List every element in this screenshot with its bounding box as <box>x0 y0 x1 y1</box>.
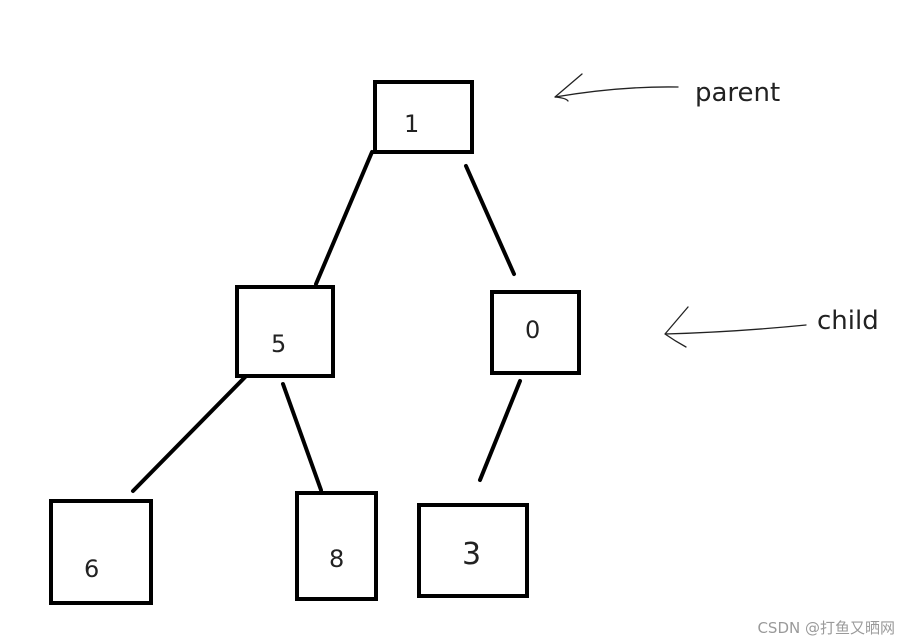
node-3-label: 3 <box>462 537 482 572</box>
node-5-label: 5 <box>271 330 287 358</box>
edge-0-3 <box>478 379 522 482</box>
node-0-label: 0 <box>525 316 541 344</box>
node-6: 6 <box>49 499 153 605</box>
node-1: 1 <box>373 80 474 154</box>
node-5: 5 <box>235 285 335 378</box>
node-1-label: 1 <box>404 110 420 138</box>
node-0: 0 <box>490 290 581 375</box>
node-3: 3 <box>417 503 529 598</box>
child-arrow-icon <box>664 306 807 348</box>
child-label: child <box>817 306 879 336</box>
parent-label: parent <box>695 78 781 108</box>
watermark: CSDN @打鱼又晒网 <box>757 619 895 637</box>
node-8-label: 8 <box>329 545 345 573</box>
edge-5-8 <box>281 382 323 492</box>
parent-arrow-icon <box>554 73 679 102</box>
node-8: 8 <box>295 491 378 601</box>
edge-5-6 <box>131 367 255 493</box>
edge-1-5 <box>314 150 374 286</box>
edge-1-0 <box>464 164 516 276</box>
node-6-label: 6 <box>84 555 100 583</box>
